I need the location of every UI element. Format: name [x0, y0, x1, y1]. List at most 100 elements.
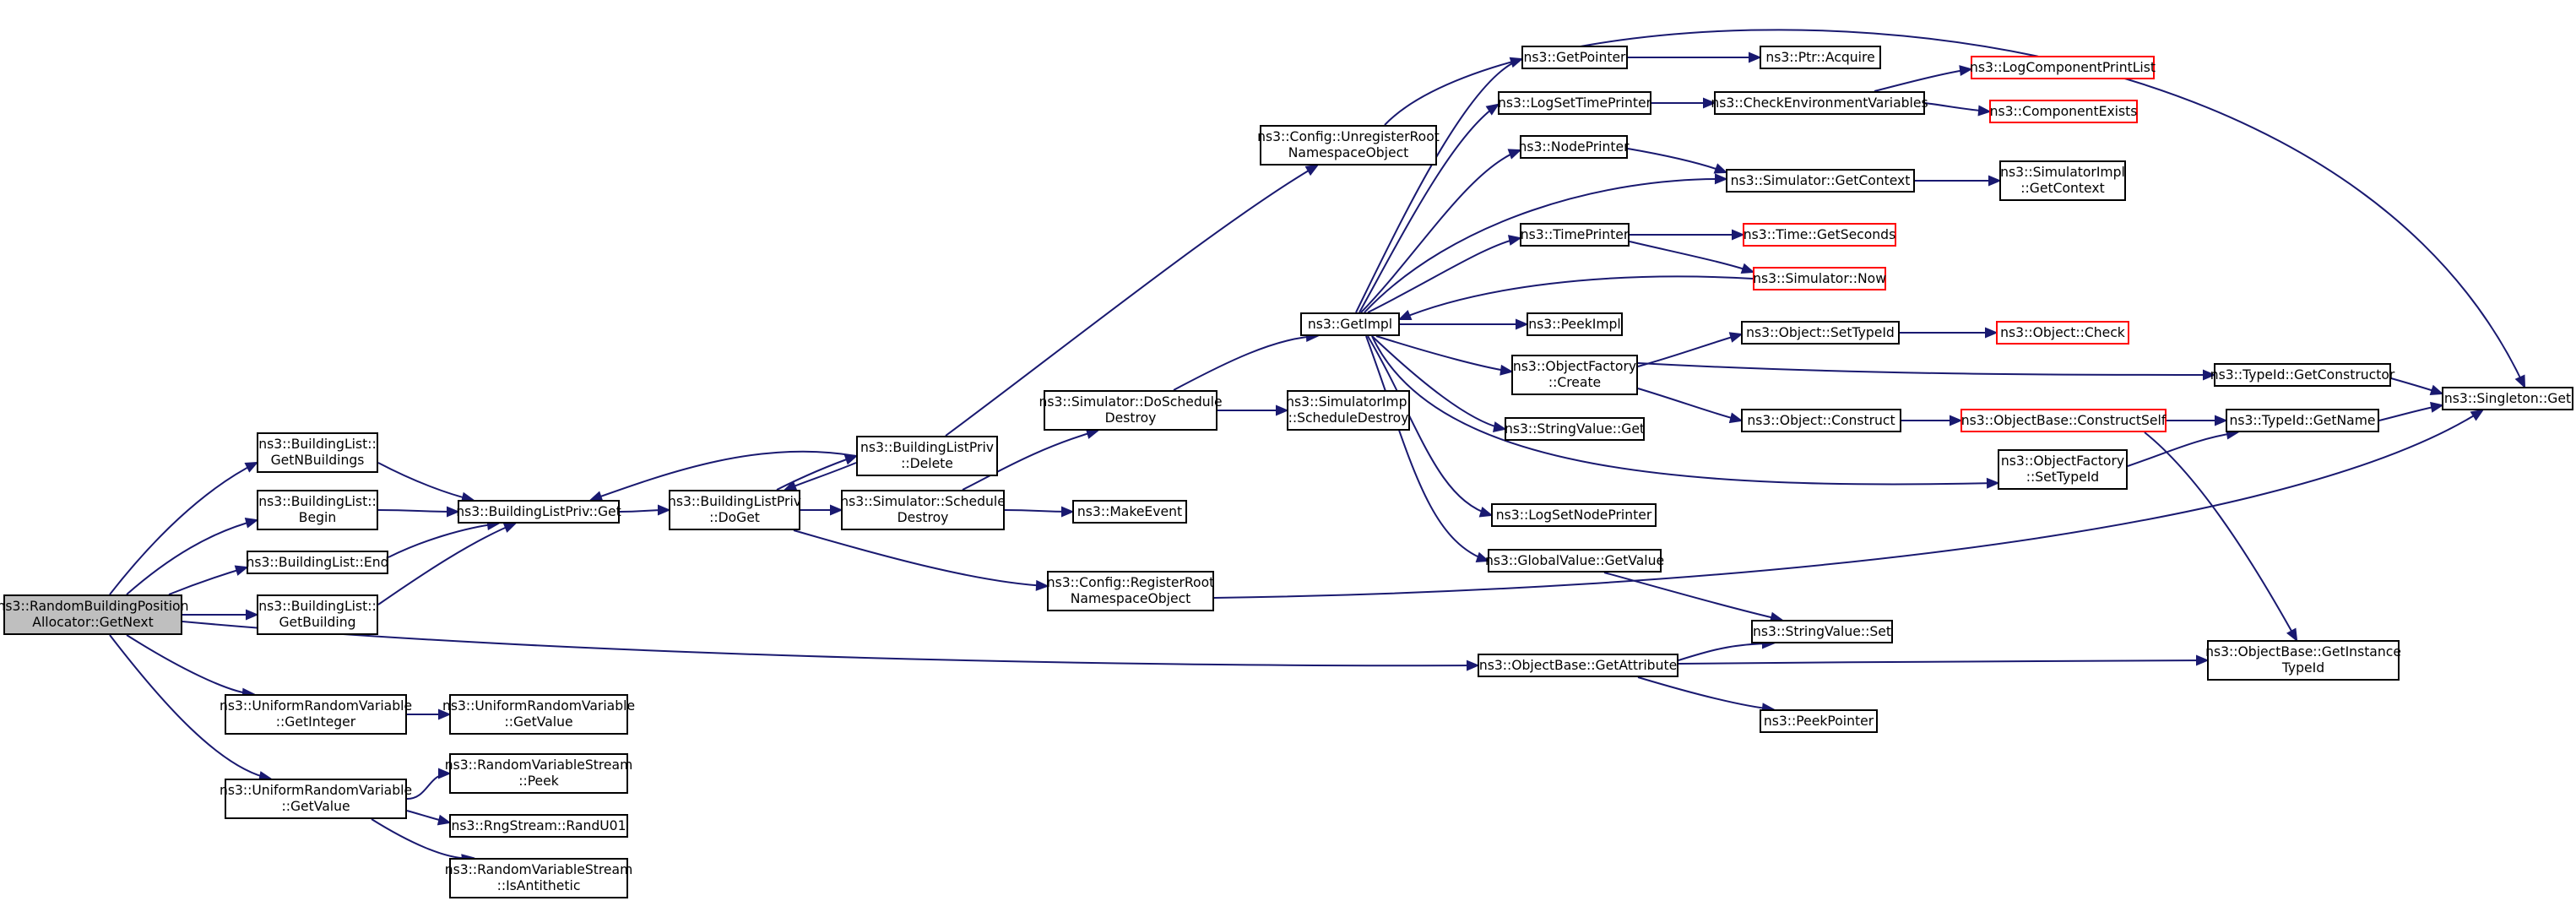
node-compexists[interactable]: ns3::ComponentExists — [1989, 100, 2138, 123]
node-label-line: ns3::UniformRandomVariable — [219, 698, 413, 714]
node-ob-getattr[interactable]: ns3::ObjectBase::GetAttribute — [1478, 654, 1678, 677]
node-label-line: ns3::GetImpl — [1307, 316, 1393, 332]
node-bl-begin[interactable]: ns3::BuildingList::Begin — [257, 490, 378, 530]
node-gv-getvalue[interactable]: ns3::GlobalValue::GetValue — [1485, 549, 1664, 573]
edge-ob-getattr-to-stringval-set — [1678, 643, 1774, 661]
node-objfac-create[interactable]: ns3::ObjectFactory::Create — [1511, 355, 1638, 395]
node-label-line: ns3::Config::RegisterRoot — [1046, 575, 1215, 590]
node-simimpl-getctx[interactable]: ns3::SimulatorImpl::GetContext — [1999, 160, 2126, 201]
node-objfac-settid[interactable]: ns3::ObjectFactory::SetTypeId — [1998, 449, 2128, 490]
edge-blp-delete-to-blp-get — [590, 450, 857, 501]
edge-arrowhead — [246, 609, 259, 621]
node-ptr-acquire[interactable]: ns3::Ptr::Acquire — [1760, 46, 1881, 69]
node-nodeprinter[interactable]: ns3::NodePrinter — [1519, 135, 1630, 159]
node-bl-getn[interactable]: ns3::BuildingList::GetNBuildings — [257, 432, 378, 473]
edge-arrowhead — [2215, 415, 2228, 426]
edge-root-to-urv-getint — [126, 634, 254, 695]
node-label-line: ns3::TypeId::GetConstructor — [2210, 366, 2395, 383]
edge-arrowhead — [1507, 149, 1522, 160]
node-tid-getctor[interactable]: ns3::TypeId::GetConstructor — [2210, 363, 2394, 387]
edge-arrowhead — [1714, 173, 1728, 185]
node-makeevent[interactable]: ns3::MakeEvent — [1072, 500, 1187, 524]
edge-arrowhead — [1061, 506, 1075, 518]
node-peekimpl[interactable]: ns3::PeekImpl — [1527, 312, 1623, 336]
node-label-line: ns3::TypeId::GetName — [2229, 412, 2376, 428]
edge-arrowhead — [1516, 318, 1529, 330]
node-stringval-get[interactable]: ns3::StringValue::Get — [1505, 417, 1645, 441]
node-singleton-get[interactable]: ns3::Singleton::Get — [2442, 387, 2573, 410]
edge-root-to-bl-getn — [109, 462, 258, 595]
node-label-line: ns3::ObjectBase::GetInstance — [2205, 644, 2401, 659]
edge-getimpl-to-objfac-create — [1375, 335, 1512, 372]
node-bl-end[interactable]: ns3::BuildingList::End — [246, 551, 389, 574]
node-label-line: Destroy — [897, 510, 949, 525]
node-blp-doget[interactable]: ns3::BuildingListPriv::DoGet — [668, 490, 801, 530]
node-label-line: ::GetValue — [504, 714, 573, 730]
node-urv-getint[interactable]: ns3::UniformRandomVariable::GetInteger — [220, 694, 412, 735]
node-getimpl[interactable]: ns3::GetImpl — [1300, 312, 1400, 336]
edge-arrowhead — [1304, 164, 1320, 176]
node-stringval-set[interactable]: ns3::StringValue::Set — [1751, 620, 1893, 643]
edge-arrowhead — [234, 565, 249, 576]
node-label-line: ns3::GetPointer — [1523, 49, 1626, 65]
node-label-line: ns3::BuildingList:: — [258, 599, 377, 614]
edge-cfg-unreg-to-singleton-get — [1384, 29, 2525, 388]
edge-sim-doschedd-to-getimpl — [1173, 335, 1318, 391]
node-rvs-peek[interactable]: ns3::RandomVariableStream::Peek — [445, 753, 632, 794]
node-getpointer[interactable]: ns3::GetPointer — [1521, 46, 1628, 69]
node-label-line: ::GetContext — [2020, 181, 2105, 196]
edge-getimpl-to-logsetnp — [1367, 335, 1492, 516]
node-logsettp[interactable]: ns3::LogSetTimePrinter — [1498, 91, 1651, 115]
edge-arrowhead — [438, 708, 452, 720]
node-ob-constructself[interactable]: ns3::ObjectBase::ConstructSelf — [1960, 409, 2167, 432]
node-simimpl-sd[interactable]: ns3::SimulatorImpl::ScheduleDestroy — [1286, 390, 1411, 431]
node-peekpointer[interactable]: ns3::PeekPointer — [1760, 709, 1878, 733]
node-obj-construct[interactable]: ns3::Object::Construct — [1741, 409, 1901, 432]
edge-getimpl-to-stringval-get — [1371, 335, 1505, 430]
node-label-line: ::Create — [1548, 375, 1602, 390]
edge-arrowhead — [2430, 401, 2444, 413]
node-obj-settid[interactable]: ns3::Object::SetTypeId — [1741, 321, 1900, 345]
node-label-line: ns3::BuildingList:: — [258, 494, 377, 509]
node-label-line: ::DoGet — [709, 510, 760, 525]
node-label-line: ns3::UniformRandomVariable — [219, 783, 413, 798]
node-blp-delete[interactable]: ns3::BuildingListPriv::Delete — [856, 436, 998, 476]
node-label-line: ns3::StringValue::Set — [1753, 623, 1891, 639]
edge-arrowhead — [1500, 364, 1514, 376]
node-bl-getb[interactable]: ns3::BuildingList::GetBuilding — [257, 594, 378, 635]
node-obj-check[interactable]: ns3::Object::Check — [1996, 321, 2129, 345]
node-logcpl[interactable]: ns3::LogComponentPrintList — [1970, 56, 2156, 79]
node-label-line: ns3::Simulator::Now — [1753, 270, 1886, 286]
edge-arrowhead — [1475, 551, 1490, 563]
node-rvs-isanti[interactable]: ns3::RandomVariableStream::IsAntithetic — [445, 858, 632, 898]
node-label-line: Destroy — [1104, 410, 1157, 426]
node-time-getsec[interactable]: ns3::Time::GetSeconds — [1743, 223, 1896, 247]
node-logsetnp[interactable]: ns3::LogSetNodePrinter — [1491, 503, 1657, 527]
node-sim-getctx[interactable]: ns3::Simulator::GetContext — [1726, 169, 1915, 193]
node-label-line: ns3::Object::Check — [2000, 324, 2125, 340]
node-sim-now[interactable]: ns3::Simulator::Now — [1753, 267, 1886, 290]
node-tid-getname[interactable]: ns3::TypeId::GetName — [2226, 409, 2379, 432]
node-label-line: ns3::BuildingListPriv::Get — [456, 503, 621, 519]
node-urv-getval2[interactable]: ns3::UniformRandomVariable::GetValue — [442, 694, 635, 735]
node-label-line: ns3::Simulator::GetContext — [1730, 172, 1911, 188]
node-blp-get[interactable]: ns3::BuildingListPriv::Get — [456, 500, 621, 524]
node-label-line: ns3::ObjectFactory — [2000, 453, 2125, 469]
node-rng-randu01[interactable]: ns3::RngStream::RandU01 — [449, 814, 628, 838]
edge-arrowhead — [1713, 163, 1728, 174]
edge-arrowhead — [438, 768, 452, 779]
edge-root-to-ob-getattr — [182, 621, 1478, 667]
edge-arrowhead — [2203, 369, 2216, 381]
node-timeprinter[interactable]: ns3::TimePrinter — [1520, 223, 1630, 247]
node-checkenv[interactable]: ns3::CheckEnvironmentVariables — [1711, 91, 1928, 115]
edge-getimpl-to-sim-getctx — [1364, 177, 1727, 313]
node-label-line: ns3::PeekPointer — [1763, 713, 1874, 729]
node-urv-getval[interactable]: ns3::UniformRandomVariable::GetValue — [220, 779, 412, 819]
node-label-line: ns3::SimulatorImpl — [1286, 394, 1411, 410]
